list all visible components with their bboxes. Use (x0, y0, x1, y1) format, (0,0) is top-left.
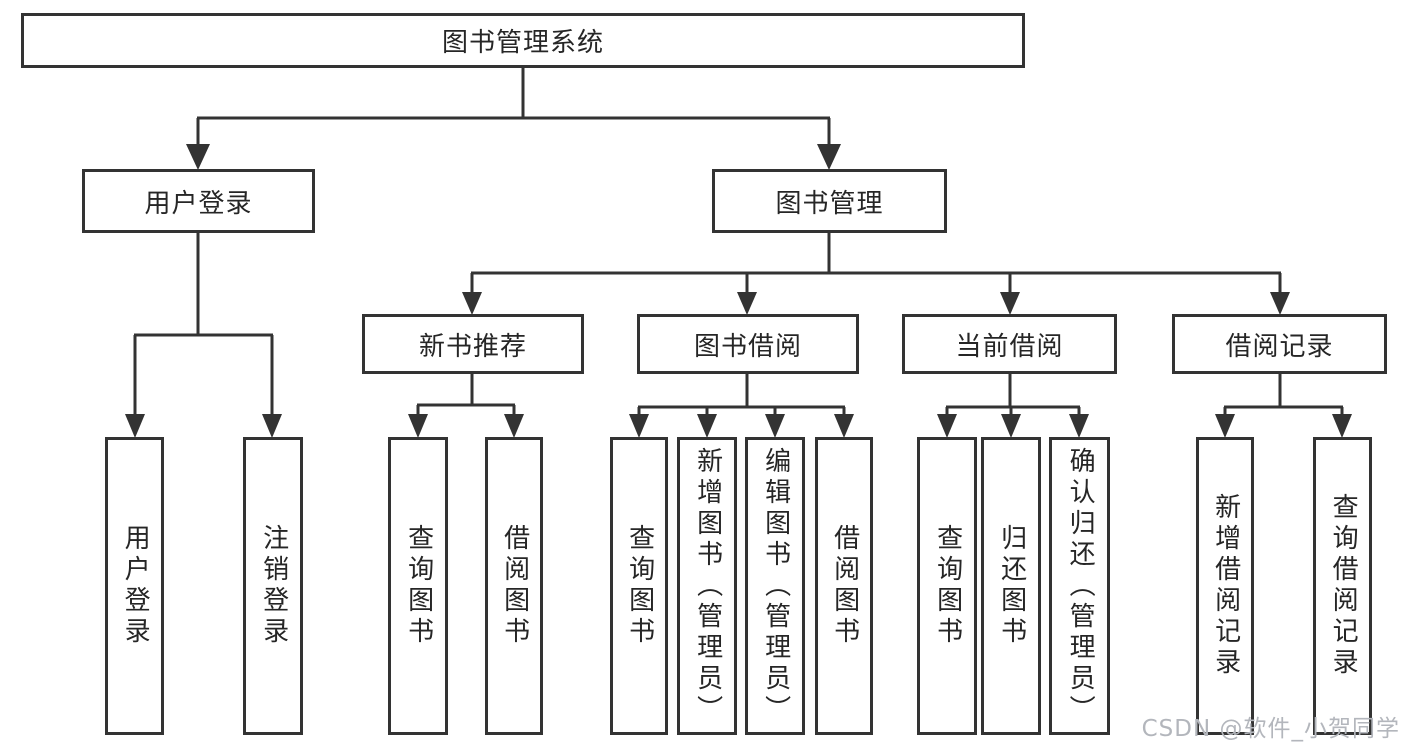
leaf-borrow-books-recommend: 借阅图书 (485, 437, 543, 735)
arrowhead (697, 414, 717, 438)
node-book-borrow-label: 图书借阅 (693, 331, 802, 362)
arrowhead (1270, 292, 1290, 315)
node-user-login: 用户登录 (82, 169, 315, 233)
connector-newbooks-to-leaves (416, 374, 516, 416)
arrowhead (1069, 414, 1089, 438)
arrowhead (1000, 292, 1020, 315)
leaf-confirm-return-admin: 确认归还（管理员） (1049, 437, 1110, 735)
leaf-add-borrow-record-label: 新增借阅记录 (1210, 493, 1241, 679)
connector-bookmgmt-to-level3 (470, 233, 1282, 294)
leaf-borrow-books-recommend-label: 借阅图书 (499, 524, 530, 648)
arrowhead (186, 144, 210, 170)
arrowhead (937, 414, 957, 438)
leaf-confirm-return-admin-label: 确认归还（管理员） (1065, 446, 1096, 726)
arrowhead (262, 414, 282, 438)
arrowhead (1215, 414, 1235, 438)
leaf-add-books-admin: 新增图书（管理员） (677, 437, 737, 735)
arrowhead (765, 414, 785, 438)
node-book-management-label: 图书管理 (775, 188, 884, 219)
node-user-login-label: 用户登录 (144, 188, 253, 219)
leaf-query-books-current-label: 查询图书 (932, 524, 963, 648)
connector-userlogin-to-leaves (133, 233, 274, 416)
node-book-borrow: 图书借阅 (637, 314, 859, 374)
csdn-watermark: CSDN @软件_小贺同学 (1141, 716, 1400, 742)
leaf-edit-books-admin: 编辑图书（管理员） (745, 437, 805, 735)
node-new-book-recommend: 新书推荐 (362, 314, 584, 374)
leaf-query-books-borrow-label: 查询图书 (624, 524, 655, 648)
leaf-logout-label: 注销登录 (258, 524, 289, 648)
connector-currentborrow-to-leaves (945, 374, 1081, 416)
node-book-management: 图书管理 (712, 169, 947, 233)
leaf-query-borrow-record-label: 查询借阅记录 (1328, 493, 1359, 679)
connector-bookborrow-to-leaves (637, 374, 846, 416)
connector-root-to-level2 (196, 68, 831, 146)
leaf-query-books-recommend: 查询图书 (388, 437, 448, 735)
arrowhead (1001, 414, 1021, 438)
arrowhead (462, 292, 482, 315)
arrowhead (1332, 414, 1352, 438)
leaf-return-books: 归还图书 (981, 437, 1041, 735)
leaf-user-login-label: 用户登录 (120, 524, 151, 648)
arrowhead (125, 414, 145, 438)
connector-borrowrecords-to-leaves (1223, 374, 1344, 416)
leaf-query-borrow-record: 查询借阅记录 (1313, 437, 1372, 735)
arrowhead (817, 144, 841, 170)
node-root-label: 图书管理系统 (441, 28, 604, 58)
leaf-edit-books-admin-label: 编辑图书（管理员） (760, 446, 791, 726)
leaf-query-books-borrow: 查询图书 (610, 437, 668, 735)
leaf-borrow-books: 借阅图书 (815, 437, 873, 735)
leaf-user-login: 用户登录 (105, 437, 164, 735)
node-borrow-records-label: 借阅记录 (1225, 331, 1334, 362)
leaf-borrow-books-label: 借阅图书 (829, 524, 860, 648)
leaf-query-books-current: 查询图书 (917, 437, 977, 735)
node-root-system: 图书管理系统 (21, 13, 1025, 68)
arrowhead (834, 414, 854, 438)
arrowheads (125, 144, 1352, 438)
leaf-return-books-label: 归还图书 (996, 524, 1027, 648)
arrowhead (737, 292, 757, 315)
arrowhead (408, 414, 428, 438)
node-current-borrow: 当前借阅 (902, 314, 1117, 374)
node-new-book-recommend-label: 新书推荐 (418, 331, 527, 362)
node-current-borrow-label: 当前借阅 (955, 331, 1064, 362)
leaf-logout: 注销登录 (243, 437, 303, 735)
arrowhead (504, 414, 524, 438)
leaf-add-books-admin-label: 新增图书（管理员） (692, 446, 723, 726)
node-borrow-records: 借阅记录 (1172, 314, 1387, 374)
leaf-query-books-recommend-label: 查询图书 (403, 524, 434, 648)
arrowhead (629, 414, 649, 438)
leaf-add-borrow-record: 新增借阅记录 (1196, 437, 1254, 735)
